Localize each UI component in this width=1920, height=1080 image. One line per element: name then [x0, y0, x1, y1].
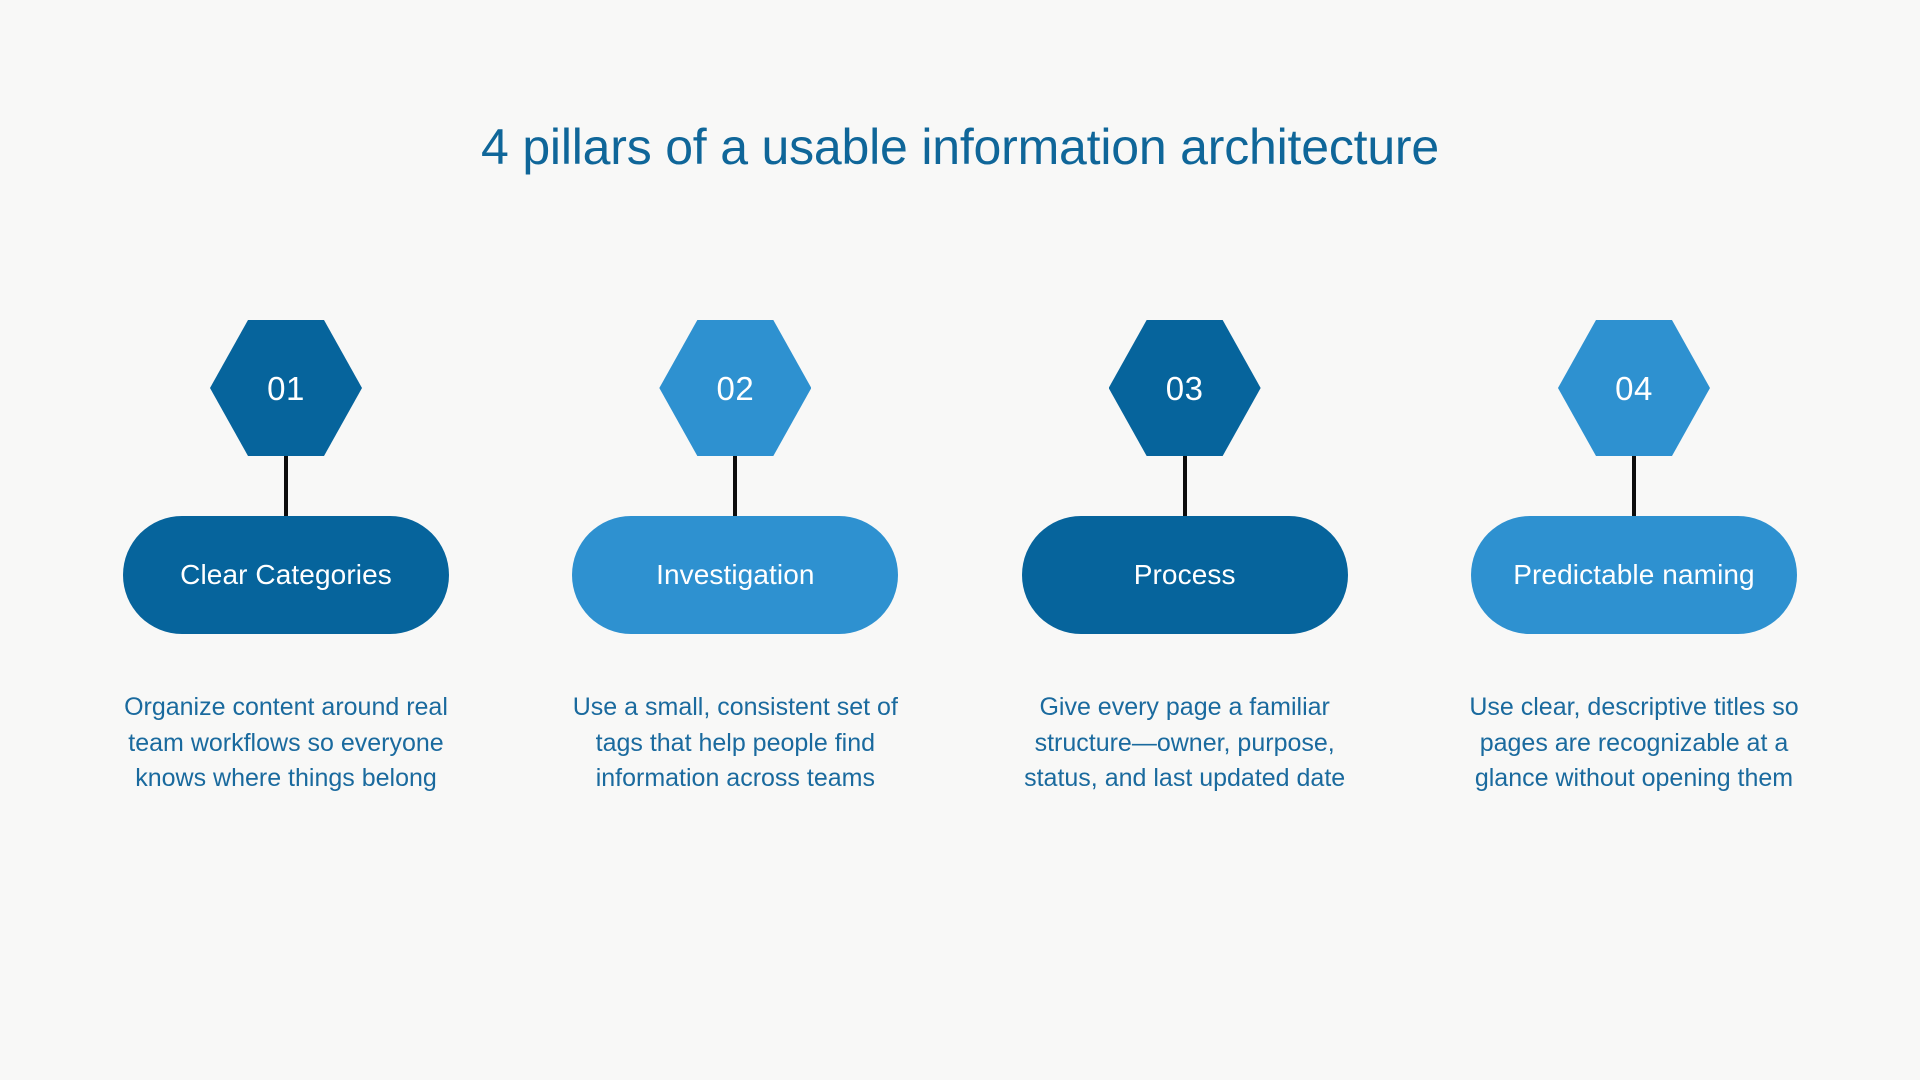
pillar-column-01: 01 Clear Categories Organize content aro… [86, 320, 486, 797]
pill-badge-02[interactable]: Investigation [572, 516, 899, 634]
hexagon-number-03: 03 [1165, 369, 1204, 407]
connector-line-03 [1182, 456, 1187, 516]
pill-badge-01[interactable]: Clear Categories [123, 516, 449, 634]
hexagon-number-02: 02 [716, 369, 755, 407]
hexagon-icon-03: 03 [1108, 320, 1261, 456]
pill-label-04: Predictable naming [1513, 559, 1755, 591]
page-title: 4 pillars of a usable information archit… [481, 119, 1439, 175]
pill-badge-03[interactable]: Process [1021, 516, 1348, 634]
pillar-column-04: 04 Predictable naming Use clear, descrip… [1434, 320, 1834, 797]
hexagon-wrap-01: 01 [210, 320, 362, 456]
hexagon-icon-02: 02 [659, 320, 812, 456]
hexagon-number-04: 04 [1615, 369, 1653, 407]
connector-line-01 [284, 456, 288, 516]
hexagon-wrap-03: 03 [1108, 320, 1261, 456]
pillar-description-04: Use clear, descriptive titles so pages a… [1469, 693, 1799, 792]
pill-badge-04[interactable]: Predictable naming [1470, 516, 1797, 634]
pill-label-03: Process [1133, 559, 1236, 591]
hexagon-icon-01: 01 [210, 320, 362, 456]
pill-label-02: Investigation [656, 559, 815, 591]
pillar-description-03: Give every page a familiar structure—own… [1024, 693, 1346, 792]
hexagon-number-01: 01 [267, 369, 305, 407]
pill-label-01: Clear Categories [180, 559, 392, 591]
pillar-column-02: 02 Investigation Use a small, consistent… [535, 320, 935, 797]
connector-line-04 [1631, 456, 1636, 516]
hexagon-wrap-02: 02 [659, 320, 812, 456]
connector-line-02 [733, 456, 738, 516]
pillars-row: 01 Clear Categories Organize content aro… [86, 320, 1834, 797]
hexagon-wrap-04: 04 [1557, 320, 1710, 456]
pillar-description-02: Use a small, consistent set of tags that… [572, 693, 898, 792]
pillar-description-01: Organize content around real team workfl… [124, 693, 448, 792]
hexagon-icon-04: 04 [1557, 320, 1710, 456]
pillar-column-03: 03 Process Give every page a familiar st… [985, 320, 1385, 797]
